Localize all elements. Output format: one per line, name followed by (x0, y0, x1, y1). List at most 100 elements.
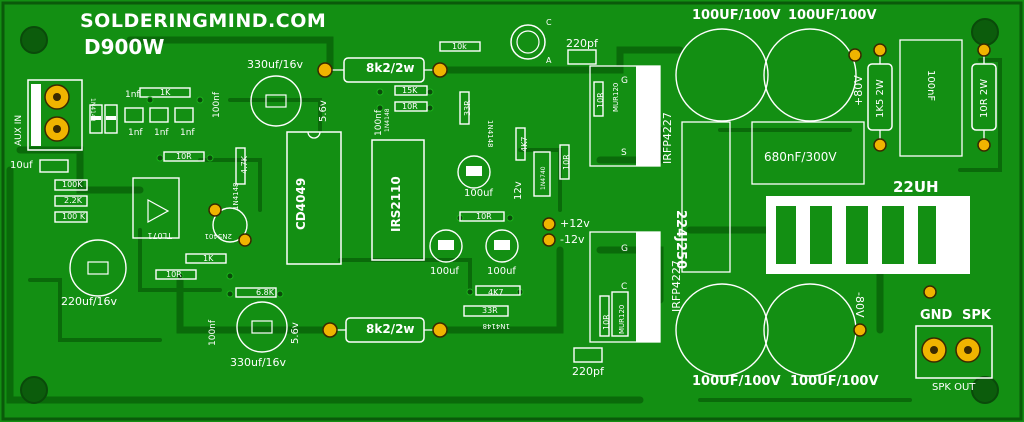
mosfet-top-outline (589, 65, 661, 167)
label-s-top: S (621, 148, 627, 158)
label-100uf-tr: 100UF/100V (788, 8, 877, 23)
label-10r-a: 10R (402, 102, 418, 111)
label-33r-a: 33R (463, 100, 472, 116)
label-220uf: 220uf/16v (61, 295, 118, 308)
label-100k-a: 100K (62, 180, 83, 189)
resistor-8k2-top-body (317, 57, 448, 83)
cap-10uf-body (39, 159, 69, 173)
label-mur120: MUR120 (612, 82, 620, 112)
label-1nf-a: 1nf (125, 90, 140, 100)
label-10r-e: 10R (562, 154, 571, 170)
label-1n4148-a: 1N4148 (232, 182, 240, 210)
label-1k-b: 1K (203, 254, 214, 263)
cap-680nf (751, 121, 865, 185)
label-spk: SPK (962, 308, 991, 323)
label-100nf-b: 100nf (208, 319, 218, 346)
pad-gnd (923, 285, 937, 299)
label-10k: 10k (452, 42, 467, 51)
speaker-connector (915, 325, 993, 379)
label-10r-g: 10R (602, 314, 611, 330)
label-1n4148-c: 1N4148 (482, 322, 510, 330)
label-g-bottom: G (621, 244, 628, 254)
label-220pf-top: 220pf (566, 37, 598, 50)
label-gnd: GND (920, 308, 953, 323)
led-top (510, 24, 546, 60)
label-100uf-bl: 100UF/100V (692, 374, 781, 389)
resistor-bank (54, 179, 88, 223)
label-minus12v: -12v (560, 233, 585, 246)
label-2n5401: 2N5401 (204, 232, 232, 240)
mosfet-bottom-outline (589, 231, 661, 343)
label-12v: 12v (513, 181, 524, 200)
label-22uh: 22UH (893, 178, 939, 196)
mounting-holes (20, 18, 999, 404)
label-1n4148-e: 1N4148 (384, 108, 391, 132)
resistor-10r-2w (971, 43, 997, 152)
transistor-2n5401 (208, 203, 252, 247)
label-10r-c: 10R (166, 270, 182, 279)
label-4k7-b: 4K7 (520, 136, 529, 152)
label-330uf-bottom: 330uf/16v (230, 356, 287, 369)
label-plus12v: +12v (560, 217, 590, 230)
brand-label: SOLDERINGMIND.COM (80, 10, 327, 32)
cap-330uf-top (250, 75, 302, 127)
label-c-bottom: C (621, 282, 628, 292)
pad-plus80v (848, 48, 862, 62)
inductor-22uh (766, 196, 970, 274)
label-1n4148-d: 1N4148 (89, 98, 96, 122)
12v-pads (542, 217, 556, 247)
label-spk-out: SPK OUT (932, 382, 976, 393)
label-100nf-vertical: 100nF (925, 70, 936, 102)
label-15k: 15K (402, 86, 418, 95)
label-irfp-top: IRFP4227 (661, 112, 674, 164)
label-5v6-top: 5.6v (318, 100, 329, 122)
label-4k7-c: 4K7 (488, 288, 504, 297)
label-100uf-br: 100UF/100V (790, 374, 879, 389)
resistor-1k5-2w (867, 43, 893, 152)
cap-100uf-group (429, 155, 519, 263)
label-100uf-c: 100uf (487, 266, 516, 277)
label-10r-d: 10R (476, 212, 492, 221)
label-10r-b: 10R (176, 152, 192, 161)
label-1n4148-b: 1N4148 (486, 120, 494, 148)
cd4049-ic (286, 131, 342, 265)
pad-minus80v (853, 323, 867, 337)
cap-330uf-bottom (236, 301, 288, 353)
label-8k2-bottom: 8k2/2w (366, 322, 415, 336)
label-1k5: 1K5 2W (875, 79, 886, 118)
label-224j250: 224J250 (673, 210, 688, 270)
label-c-top: C (546, 18, 552, 27)
label-100k-b: 100 K (62, 212, 86, 221)
label-1nf-b: 1nf (128, 128, 143, 138)
cap-220uf (69, 239, 127, 297)
label-irs2110: IRS2110 (389, 176, 403, 232)
label-2k2: 2.2K (64, 196, 82, 205)
label-4k7-a: 4.7K (240, 156, 249, 174)
label-1nf-d: 1nf (180, 128, 195, 138)
label-5v6-bottom: 5.6v (290, 322, 301, 344)
cap-100nf-vertical (899, 39, 963, 157)
label-10uf: 10uf (10, 160, 33, 171)
label-33r-b: 33R (482, 306, 498, 315)
label-1k-a: 1K (160, 88, 171, 97)
label-6k8: 6.8K (256, 288, 274, 297)
label-1n4740: 1N4740 (540, 166, 547, 190)
label-10r-2w: 10R 2W (979, 78, 990, 118)
label-10r-f: 10R (596, 92, 605, 108)
label-100uf-tl: 100UF/100V (692, 8, 781, 23)
big-caps (675, 28, 857, 377)
resistor-8k2-bottom-body (322, 317, 448, 343)
label-330uf-top: 330uf/16v (247, 58, 304, 71)
label-100uf-b: 100uf (430, 266, 459, 277)
label-220pf-bottom: 220pf (572, 365, 604, 378)
label-100nf-c: 100nf (374, 109, 384, 136)
label-8k2-top: 8k2/2w (366, 61, 415, 75)
label-100nf-a: 100nf (212, 91, 222, 118)
label-100uf-a: 100uf (464, 188, 493, 199)
label-1nf-c: 1nf (154, 128, 169, 138)
resistor-silhouettes (155, 41, 629, 363)
label-aux-in: AUX IN (14, 114, 24, 146)
